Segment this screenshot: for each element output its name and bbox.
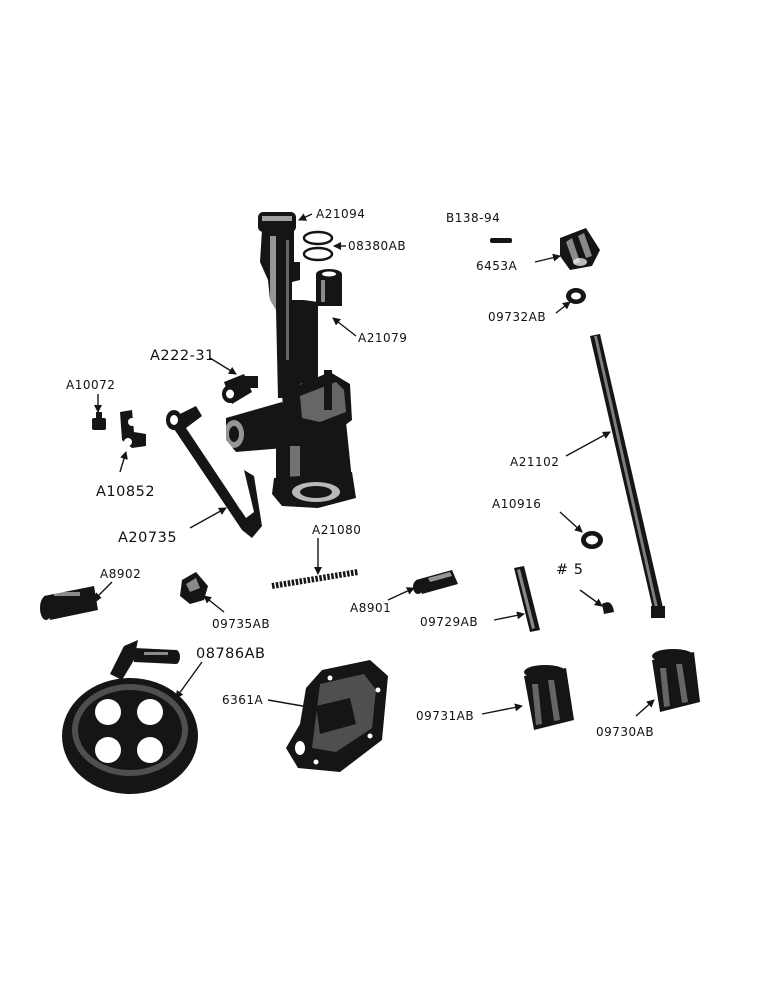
label-a10852: A10852 [96, 484, 155, 500]
pump-body-part [224, 212, 356, 508]
label-b138-94: B138-94 [446, 211, 500, 225]
key-part [602, 602, 614, 614]
cover-part [286, 660, 388, 772]
screw-part [92, 412, 106, 430]
idler-shaft-part [514, 566, 540, 632]
label-a10072: A10072 [66, 378, 115, 392]
label-08380ab: 08380AB [348, 239, 406, 253]
label-08786ab: 08786AB [196, 646, 266, 662]
suction-tube-part [166, 406, 262, 538]
bushing-part [316, 269, 342, 306]
ring-washer-part [581, 531, 603, 549]
pump-gear-part [524, 665, 574, 730]
plug-part [40, 586, 98, 620]
label-09732ab: 09732AB [488, 310, 546, 324]
label-09731ab: 09731AB [416, 709, 474, 723]
nut-part [180, 572, 208, 604]
label-09729ab: 09729AB [420, 615, 478, 629]
spring-part [271, 569, 359, 589]
label-a20735: A20735 [118, 530, 177, 546]
label-a21094: A21094 [316, 207, 365, 221]
part-labels: A21094 08380AB A21079 B138-94 6453A 0973… [66, 207, 654, 739]
label-a8902: A8902 [100, 567, 141, 581]
label-hash-5: # 5 [556, 562, 583, 578]
drive-shaft-part [590, 334, 665, 618]
label-a222-31: A222-31 [150, 348, 215, 364]
gear-part [560, 228, 600, 270]
label-a21079: A21079 [358, 331, 407, 345]
screen-part [62, 640, 198, 794]
label-6361a: 6361A [222, 693, 264, 707]
label-09730ab: 09730AB [596, 725, 654, 739]
label-a10916: A10916 [492, 497, 541, 511]
washer-part [566, 288, 586, 304]
o-ring-part [302, 230, 334, 262]
leader-lines [91, 213, 655, 717]
label-09735ab: 09735AB [212, 617, 270, 631]
label-a21080: A21080 [312, 523, 361, 537]
label-6453a: 6453A [476, 259, 518, 273]
label-a21102: A21102 [510, 455, 559, 469]
fitting-part [222, 374, 258, 404]
label-a8901: A8901 [350, 601, 391, 615]
clip-part [120, 410, 146, 448]
pin-part [490, 238, 512, 243]
drive-gear-part [652, 649, 700, 712]
valve-part [413, 570, 458, 594]
